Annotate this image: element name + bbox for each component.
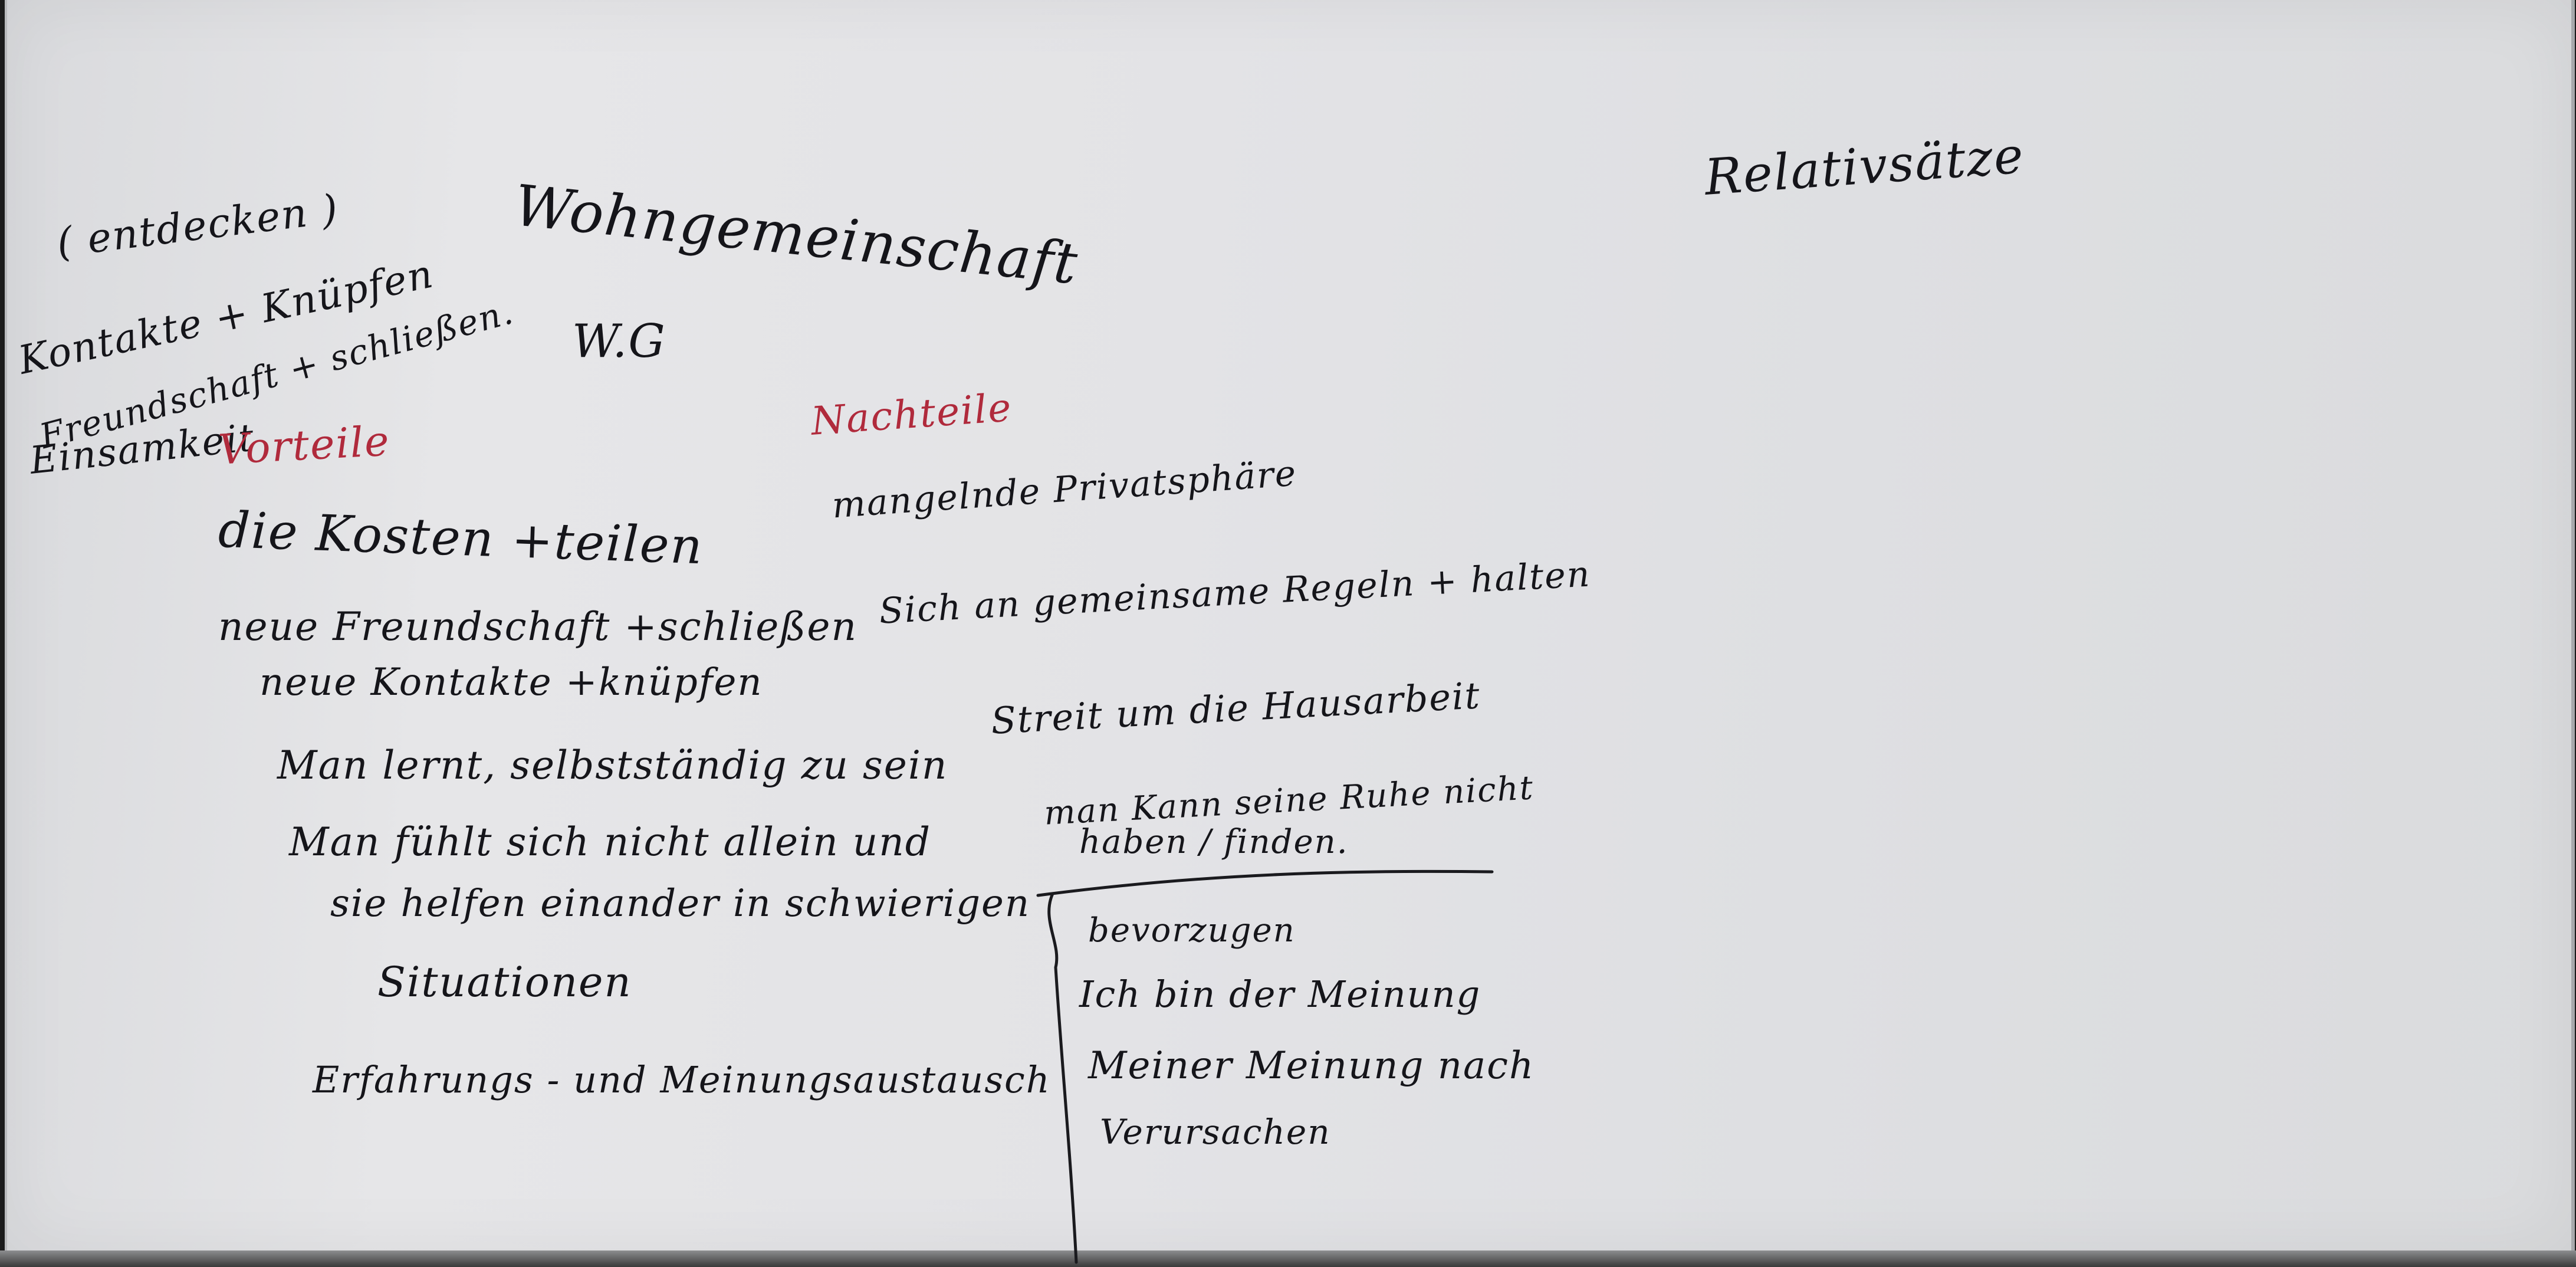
- phrase-item: Verursachen: [1100, 1112, 1331, 1152]
- phrase-item: Ich bin der Meinung: [1079, 973, 1481, 1016]
- phrase-item: bevorzugen: [1088, 911, 1296, 950]
- vorteile-heading: Vorteile: [217, 416, 392, 474]
- vorteil-item: neue Kontakte +knüpfen: [259, 661, 763, 704]
- vorteil-item: Man fühlt sich nicht allein und: [289, 819, 931, 865]
- whiteboard: [5, 0, 2575, 1250]
- nachteil-item: haben / finden.: [1079, 823, 1349, 861]
- vorteil-item: sie helfen einander in schwierigen: [330, 882, 1031, 925]
- phrase-item: Meiner Meinung nach: [1088, 1044, 1535, 1088]
- vorteil-item: Man lernt, selbstständig zu sein: [277, 743, 948, 788]
- marker-tray: [0, 1250, 2576, 1267]
- vorteil-item: Situationen: [377, 958, 632, 1006]
- vorteil-item: Erfahrungs - und Meinungsaustausch: [313, 1058, 1051, 1101]
- topic-abbreviation: W.G: [572, 315, 666, 368]
- vorteil-item: neue Freundschaft +schließen: [218, 604, 857, 649]
